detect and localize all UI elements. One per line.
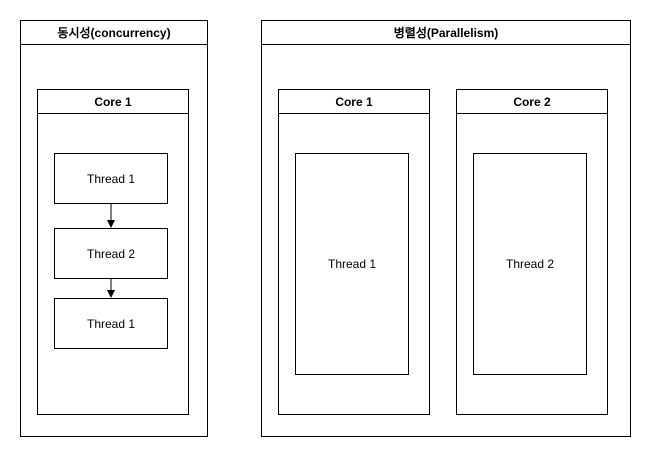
- concurrency-title: 동시성(concurrency): [21, 21, 207, 45]
- parallelism-core-1-label: Core 1: [279, 90, 429, 114]
- concurrency-core-label: Core 1: [38, 90, 188, 114]
- parallelism-core-2-label: Core 2: [457, 90, 607, 114]
- concurrency-thread-2: Thread 2: [54, 228, 168, 279]
- concurrency-thread-3: Thread 1: [54, 298, 168, 349]
- parallelism-thread-1: Thread 1: [295, 153, 409, 375]
- concurrency-thread-1: Thread 1: [54, 153, 168, 204]
- parallelism-title: 병렬성(Parallelism): [262, 21, 630, 45]
- parallelism-thread-2: Thread 2: [473, 153, 587, 375]
